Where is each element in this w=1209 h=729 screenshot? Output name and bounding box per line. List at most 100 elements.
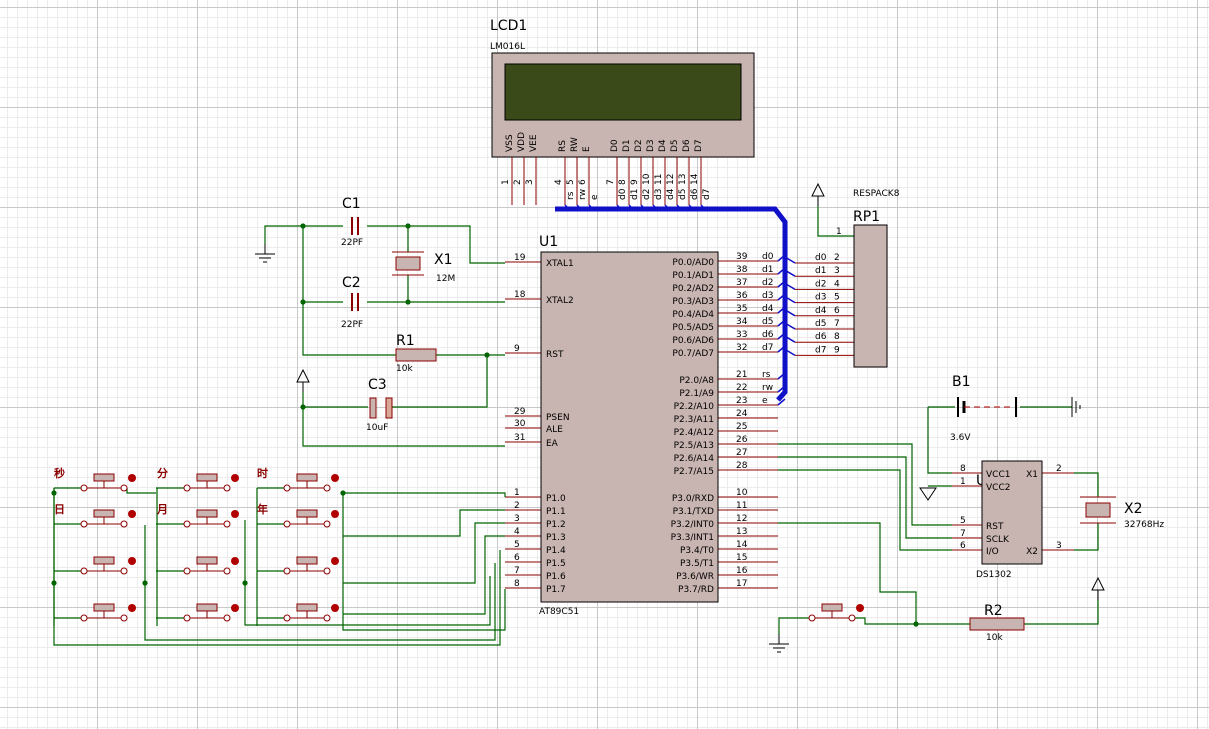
rp1-net-label: d7 (815, 345, 826, 355)
components: LCD1LM016LVSS1VDD2VEE3RS4RW5E6D07D18D29D… (54, 18, 1164, 653)
keypad-button (120, 520, 128, 528)
mcu-net-label: d0 (762, 252, 774, 262)
mcu-pin-name: P3.7/RD (678, 585, 714, 595)
int0-wire (778, 522, 917, 624)
mcu-pin-number: 23 (736, 396, 747, 406)
mcu-net-label: d4 (762, 304, 774, 314)
mcu-pin-number: 19 (514, 253, 526, 263)
junction-dot (51, 580, 57, 586)
c3-ref: C3 (368, 377, 387, 393)
rp1-net-label: d2 (815, 279, 826, 289)
keypad-button (196, 556, 218, 565)
rp1-ref: RP1 (853, 209, 880, 225)
bus-entry (777, 306, 786, 314)
u2-pin-name: I/O (986, 547, 999, 557)
c3-value: 10uF (366, 423, 388, 433)
r2-resistor (969, 617, 1025, 631)
left-rail-wire (302, 226, 396, 356)
mcu-pin-number: 1 (514, 488, 520, 498)
mcu-pin-number: 10 (736, 488, 748, 498)
mcu-pin-name: EA (546, 439, 559, 449)
mcu-pin-name: P0.1/AD1 (672, 271, 714, 281)
rp1-pin-number: 3 (834, 266, 840, 276)
mcu-pin-number: 6 (514, 553, 520, 563)
mcu-pin-number: 13 (736, 527, 747, 537)
key-label: 秒 (54, 466, 65, 480)
mcu-pin-name: P1.2 (546, 520, 566, 530)
bus-entry (777, 293, 786, 301)
mcu-pin-number: 2 (514, 501, 520, 511)
lcd-part: LM016L (490, 42, 525, 52)
mcu-pin-name: P0.2/AD2 (672, 284, 714, 294)
r1-value: 10k (396, 364, 413, 374)
p13-wire (343, 535, 505, 615)
u2-pin-number: 1 (960, 477, 966, 487)
keypad-button (183, 484, 191, 492)
mcu-pin-name: P2.7/A15 (674, 467, 714, 477)
keypad-button (283, 567, 291, 575)
lcd-net-label: rs (566, 191, 576, 200)
mcu-net-label: d7 (762, 343, 773, 353)
lcd-net-label: d4 (666, 188, 676, 200)
c1-value: 22PF (341, 238, 363, 248)
lcd-pin-number: 6 (578, 179, 588, 185)
keypad-button (93, 509, 115, 518)
lcd-pin-number: 12 (666, 174, 676, 185)
lcd-net-label: d6 (690, 188, 700, 200)
lcd-pin-name: D1 (622, 139, 632, 152)
bus-entry (784, 295, 796, 304)
mcu-pin-name: P0.7/AD7 (672, 349, 714, 359)
u2-part: DS1302 (976, 570, 1012, 580)
mcu-pin-number: 16 (736, 566, 748, 576)
x2-ref: X2 (1124, 501, 1143, 517)
keypad-button (283, 484, 291, 492)
mcu-pin-number: 31 (514, 433, 525, 443)
mcu-pin-name: P2.5/A13 (674, 441, 714, 451)
mcu-pin-name: P3.5/T1 (680, 559, 714, 569)
mcu-part: AT89C51 (539, 607, 579, 617)
keypad-button (296, 473, 318, 482)
rst-line (778, 443, 952, 526)
key-label: 年 (257, 502, 268, 516)
bus-entry (784, 256, 796, 264)
bus-entry (640, 204, 646, 210)
mcu-net-label: d5 (762, 317, 773, 327)
int0-button (848, 614, 856, 622)
bus-entry (628, 204, 634, 210)
lcd-pin-number: 7 (606, 179, 616, 185)
keypad-button (231, 557, 239, 565)
keypad-button (93, 603, 115, 612)
lcd-pin-number: 5 (566, 179, 576, 185)
mcu-pin-number: 5 (514, 540, 520, 550)
mcu-pin-name: P1.1 (546, 507, 566, 517)
keypad-button (283, 520, 291, 528)
mcu-pin-name: P3.2/INT0 (671, 520, 715, 530)
mcu-pin-name: RST (546, 350, 564, 360)
mcu-pin-number: 36 (736, 291, 748, 301)
bus-entry (564, 204, 570, 210)
p17-wire (342, 493, 506, 631)
bus-entry (616, 204, 622, 210)
rp1-pin-number: 8 (834, 332, 840, 342)
vcc1-wire (927, 407, 952, 474)
bus-entry (777, 332, 786, 340)
mcu-net-label: d6 (762, 330, 774, 340)
data-bus (555, 206, 788, 402)
keypad-button (323, 484, 331, 492)
bus-entry (688, 204, 694, 210)
mcu-pin-name: P1.6 (546, 572, 566, 582)
rp1-pin-number: 9 (834, 345, 840, 355)
keypad-button (120, 484, 128, 492)
mcu-pin-number: 17 (736, 579, 747, 589)
lcd-pin-number: 11 (654, 174, 664, 185)
rp1-body (853, 224, 888, 368)
mcu-net-label: e (762, 396, 768, 406)
mcu-pin-number: 33 (736, 330, 747, 340)
vcc2-ground (919, 487, 937, 501)
mcu-net-label: rs (762, 370, 771, 380)
c1-wire (367, 225, 409, 252)
mcu-net-label: d1 (762, 265, 773, 275)
rp1-net-label: d6 (815, 332, 827, 342)
keypad-button (128, 510, 136, 518)
u2-pin-name: RST (986, 522, 1004, 532)
